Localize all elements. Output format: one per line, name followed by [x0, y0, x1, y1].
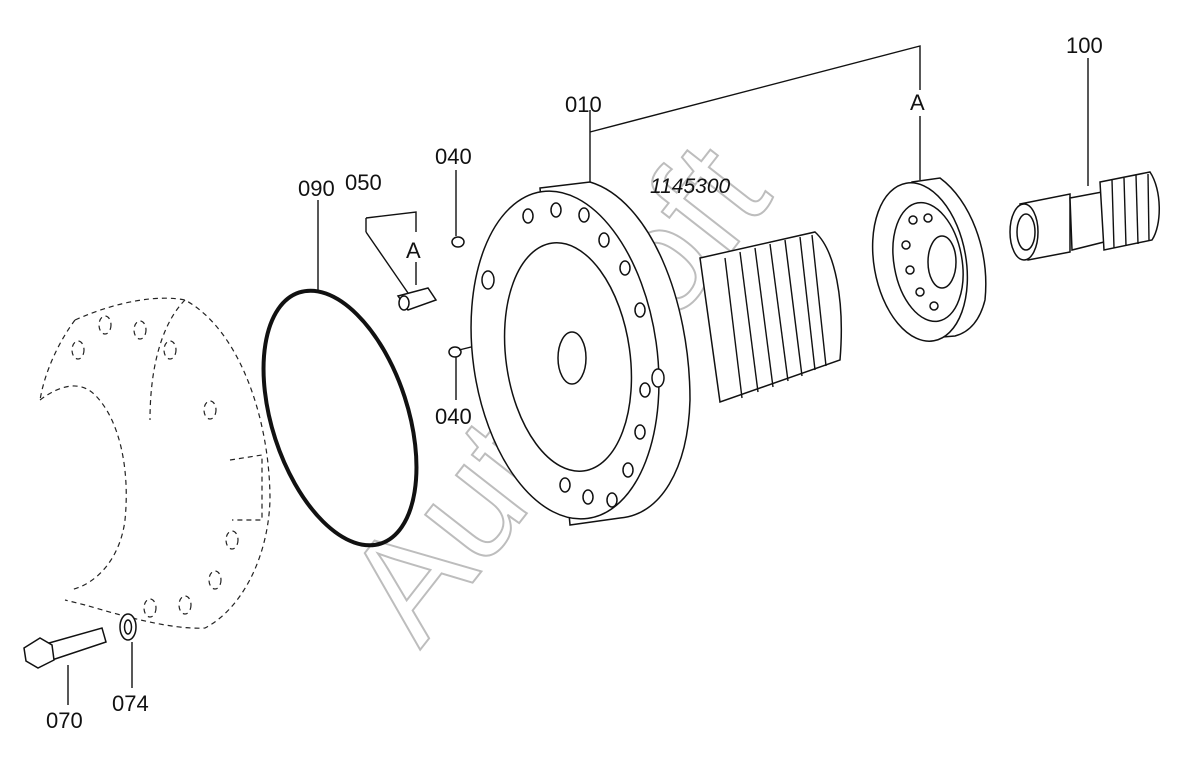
ref-a-left: A	[406, 238, 421, 263]
pinion-shaft-100	[1009, 58, 1160, 261]
spline-teeth	[724, 234, 827, 399]
pinion-teeth	[1111, 173, 1150, 249]
callout-050: 050	[345, 170, 382, 195]
housing-outline	[39, 297, 271, 629]
callout-074: 074	[112, 691, 149, 716]
hub-010	[470, 45, 921, 526]
ref-a-right: A	[910, 90, 925, 115]
washer-074	[119, 613, 137, 688]
part-number: 1145300	[650, 175, 731, 198]
carrier-holes	[901, 213, 939, 311]
housing-bolt-holes	[71, 315, 239, 618]
callout-040-bottom: 040	[435, 404, 472, 429]
callout-040-top: 040	[435, 144, 472, 169]
o-ring-090	[261, 200, 419, 548]
callout-070: 070	[46, 708, 83, 733]
flange-bolt-holes	[481, 202, 665, 508]
bolt-070	[23, 627, 107, 705]
callout-090: 090	[298, 176, 335, 201]
callout-010: 010	[565, 92, 602, 117]
plug-040-top	[451, 170, 465, 248]
fitting-050	[365, 211, 438, 311]
callout-100: 100	[1066, 33, 1103, 58]
carrier-a	[871, 116, 987, 342]
